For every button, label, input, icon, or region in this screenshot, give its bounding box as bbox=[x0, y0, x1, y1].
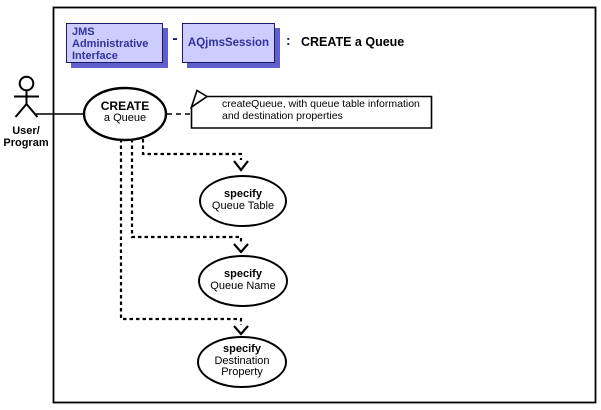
sub-use-case-line: specify bbox=[224, 188, 262, 200]
note-text: createQueue, with queue table informatio… bbox=[222, 98, 430, 122]
aqjmssession-box: AQjmsSession bbox=[182, 23, 275, 63]
interface-box-line: Administrative bbox=[72, 38, 149, 50]
diagram-frame bbox=[52, 6, 597, 404]
sub-use-case-line: Destination bbox=[214, 354, 270, 367]
actor-label-line: Program bbox=[3, 136, 49, 149]
sub-use-case-ellipse-queue-name bbox=[198, 255, 288, 307]
sub-use-case-line: specify bbox=[223, 343, 261, 355]
header-colon: : bbox=[286, 32, 291, 48]
sub-use-case-ellipse-queue-table bbox=[199, 175, 287, 227]
interface-box-line: JMS bbox=[72, 26, 95, 38]
note-shape bbox=[189, 89, 433, 129]
operation-title: CREATE a Queue bbox=[301, 35, 405, 49]
actor-label: User/ Program bbox=[1, 125, 51, 149]
note-text-line: createQueue, with queue table informatio… bbox=[222, 98, 420, 110]
dependency-connector-queue-table bbox=[141, 139, 243, 160]
main-use-case-line: CREATE bbox=[100, 99, 150, 113]
sub-use-case-label-queue-name: specify Queue Name bbox=[200, 268, 286, 292]
header-separator-dash: - bbox=[172, 30, 178, 47]
interface-box-line: Interface bbox=[72, 50, 118, 62]
arrowhead-icon bbox=[233, 160, 249, 172]
sub-use-case-line: Queue Name bbox=[210, 279, 276, 292]
jms-administrative-interface-box: JMS Administrative Interface bbox=[66, 23, 163, 63]
note-fold-icon bbox=[189, 89, 209, 109]
arrowhead-icon bbox=[233, 243, 249, 254]
sub-use-case-line: Property bbox=[221, 366, 263, 378]
main-use-case-ellipse bbox=[82, 86, 168, 142]
main-use-case-label: CREATE a Queue bbox=[84, 99, 166, 124]
dependency-connector-queue-name bbox=[130, 139, 243, 243]
sub-use-case-label-queue-table: specify Queue Table bbox=[200, 188, 286, 212]
main-use-case-line: a Queue bbox=[103, 111, 147, 124]
actor-figure-icon bbox=[14, 75, 39, 118]
actor-label-line: User/ bbox=[12, 125, 40, 137]
sub-use-case-ellipse-destination-property bbox=[197, 336, 287, 388]
arrowhead-icon bbox=[233, 325, 249, 336]
sub-use-case-line: Queue Table bbox=[211, 199, 275, 212]
sub-use-case-line: specify bbox=[224, 268, 262, 280]
note-text-line: and destination properties bbox=[222, 109, 343, 122]
session-box-label: AQjmsSession bbox=[187, 37, 270, 49]
sub-use-case-label-destination-property: specify Destination Property bbox=[199, 343, 285, 379]
